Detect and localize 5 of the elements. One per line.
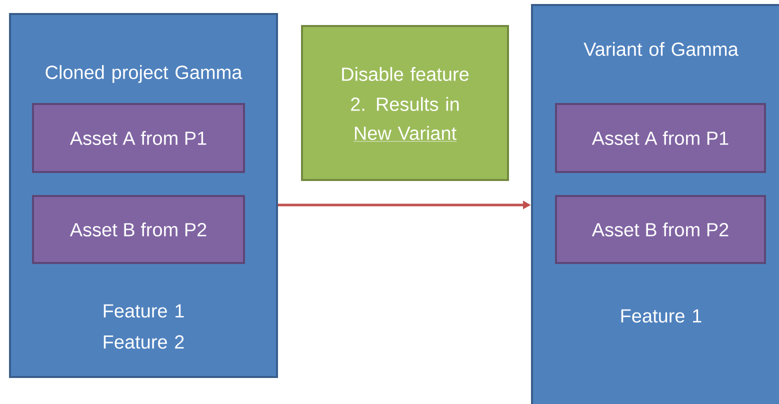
asset-box: Asset A from P1 — [555, 103, 766, 173]
asset-box: Asset A from P1 — [32, 103, 245, 173]
asset-box: Asset B from P2 — [555, 195, 766, 264]
asset-box: Asset B from P2 — [32, 195, 245, 264]
action-box: Disable feature 2. Results in New Variant — [301, 25, 509, 181]
